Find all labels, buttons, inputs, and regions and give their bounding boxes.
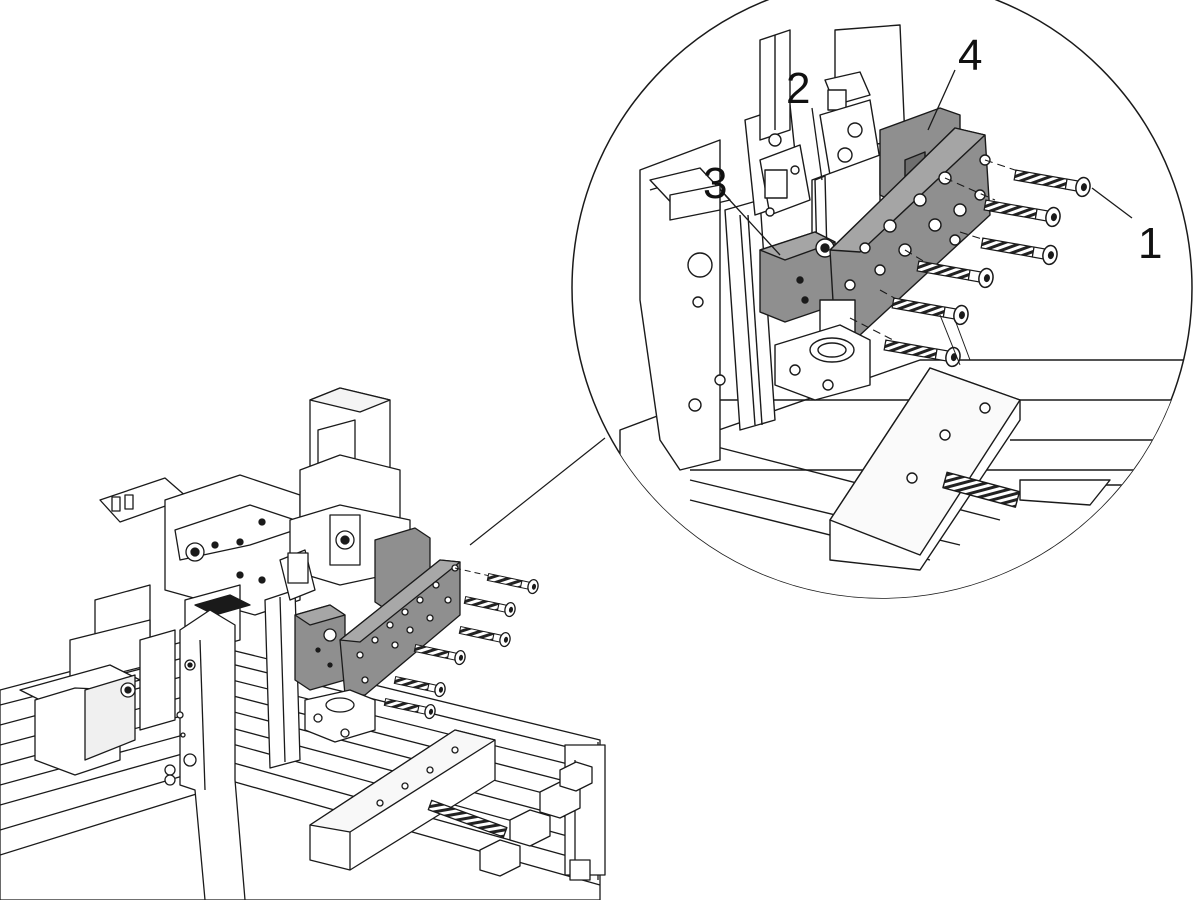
bolt-axis-line [454,567,491,577]
detail-view: 1 2 3 4 [571,0,1193,599]
z-linear-guide [264,549,316,769]
detail-leader-line [469,437,606,546]
callout-1: 1 [1138,219,1162,268]
callout-leaders [724,69,1133,256]
left-carriages [19,584,176,776]
callout-2: 2 [786,64,810,113]
leader-1 [1091,187,1133,219]
bolts-detail-view [849,159,1093,369]
bearing-housing [304,689,376,743]
leader-4 [927,69,956,131]
front-rail-block [309,729,508,871]
leader-2 [811,107,823,181]
stepper-motor-top [289,387,411,586]
leader-3 [724,194,781,256]
carriage-plate-main [339,559,461,696]
machine-assembly [0,387,606,900]
callout-4: 4 [958,31,982,80]
part-3-small-block [294,604,346,691]
vertical-side-plate [164,609,246,900]
callout-3: 3 [703,159,727,208]
bolts-main-view [382,567,540,721]
